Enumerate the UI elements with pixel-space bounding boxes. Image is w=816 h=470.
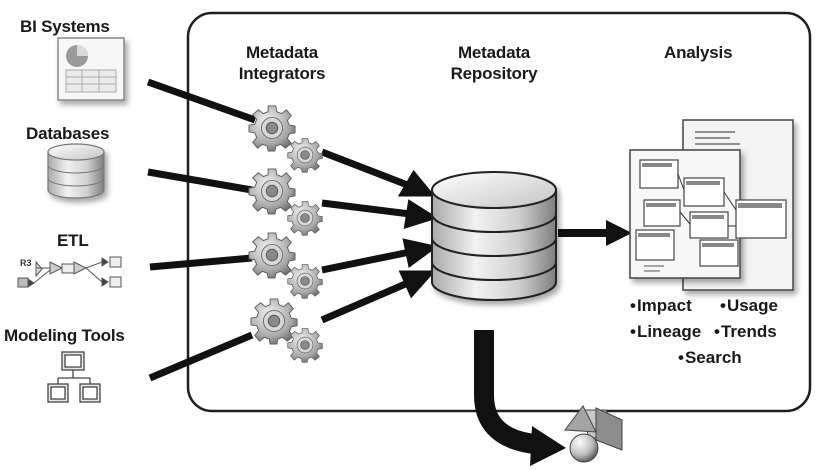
- analysis-reports-icon: [629, 119, 794, 291]
- analysis-item-impact: Impact: [630, 296, 692, 316]
- etl-r3-tag: R3: [20, 258, 32, 268]
- gear-icon: [250, 298, 298, 345]
- db-arrow: [147, 168, 253, 194]
- database-cylinder-icon: [47, 143, 105, 199]
- source-label-modeling-tools: Modeling Tools: [4, 326, 125, 345]
- source-arrows: [146, 78, 257, 382]
- modeling-arrow: [148, 331, 254, 382]
- source-label-etl: ETL: [57, 231, 89, 250]
- integrator-arrows: [320, 148, 439, 324]
- analysis-item-usage: Usage: [720, 296, 778, 316]
- output-arrow: [474, 330, 566, 466]
- analysis-arrow: [558, 220, 632, 246]
- etl-arrow: [149, 254, 253, 271]
- gear-icon: [248, 105, 296, 152]
- gear-icon: [248, 232, 296, 279]
- repository-cylinder-icon: [431, 171, 557, 301]
- gear-icon: [287, 328, 323, 363]
- shapes-icon: [564, 405, 623, 463]
- source-label-databases: Databases: [26, 124, 110, 143]
- analysis-item-lineage: Lineage: [630, 322, 701, 342]
- column-heading-repository: Metadata Repository: [450, 43, 538, 83]
- gear-icon: [248, 168, 296, 215]
- column-heading-integrators: Metadata Integrators: [238, 43, 326, 83]
- column-heading-analysis: Analysis: [664, 43, 733, 62]
- gear-icon: [287, 138, 323, 173]
- modeling-tree-icon: [47, 351, 101, 403]
- etl-flow-icon: [17, 256, 122, 288]
- bi-report-icon: [57, 37, 125, 101]
- analysis-item-trends: Trends: [714, 322, 777, 342]
- gear-icon: [287, 201, 323, 236]
- source-label-bi-systems: BI Systems: [20, 17, 110, 36]
- bi-arrow: [146, 78, 257, 124]
- analysis-item-search: Search: [678, 348, 742, 368]
- gear-icon: [287, 264, 323, 299]
